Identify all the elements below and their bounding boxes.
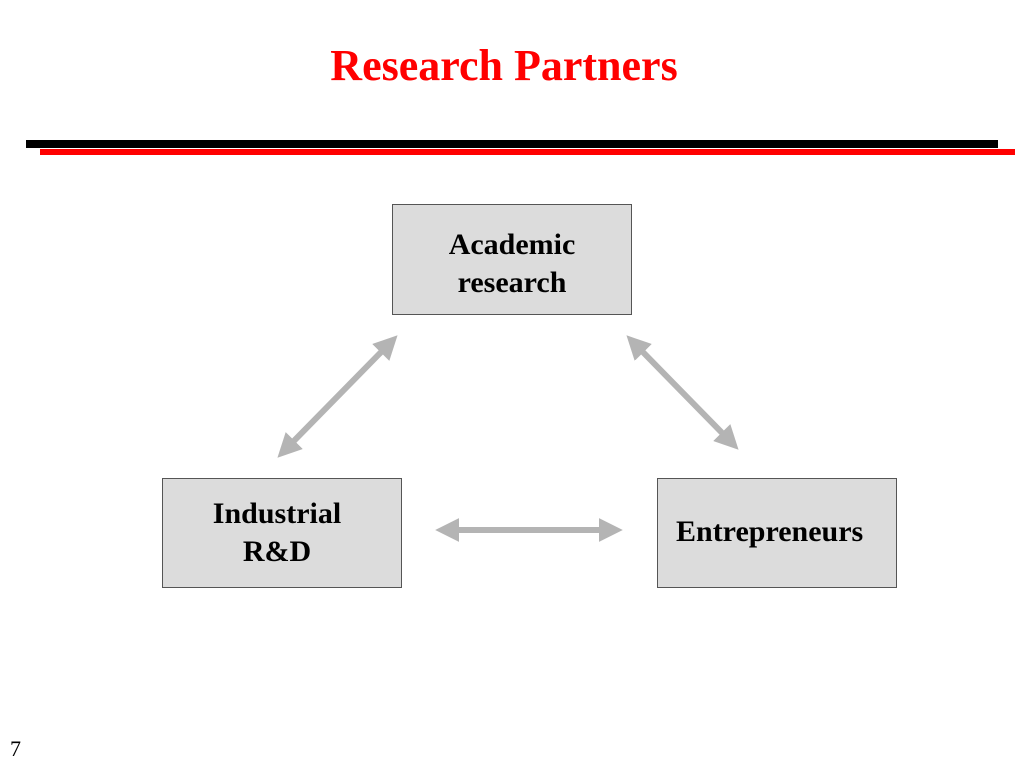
arrow-academic-entrepreneurs [626, 335, 739, 450]
title-rule-black [26, 140, 998, 148]
arrow-industrial-academic [277, 335, 398, 458]
node-entrepreneurs-label: Entrepreneurs [676, 515, 864, 548]
node-industrial-rd: Industrial R&D [162, 478, 402, 588]
node-academic-research: Academic research [392, 204, 632, 315]
node-industrial-line1: Industrial [212, 497, 342, 530]
node-industrial-line2: R&D [242, 535, 312, 568]
slide-title: Research Partners [330, 41, 678, 90]
node-entrepreneurs: Entrepreneurs [657, 478, 897, 588]
node-academic-line1: Academic [448, 228, 576, 261]
page-number: 7 [10, 736, 21, 761]
node-academic-line2: research [457, 266, 567, 299]
title-rule-red [40, 149, 1015, 155]
